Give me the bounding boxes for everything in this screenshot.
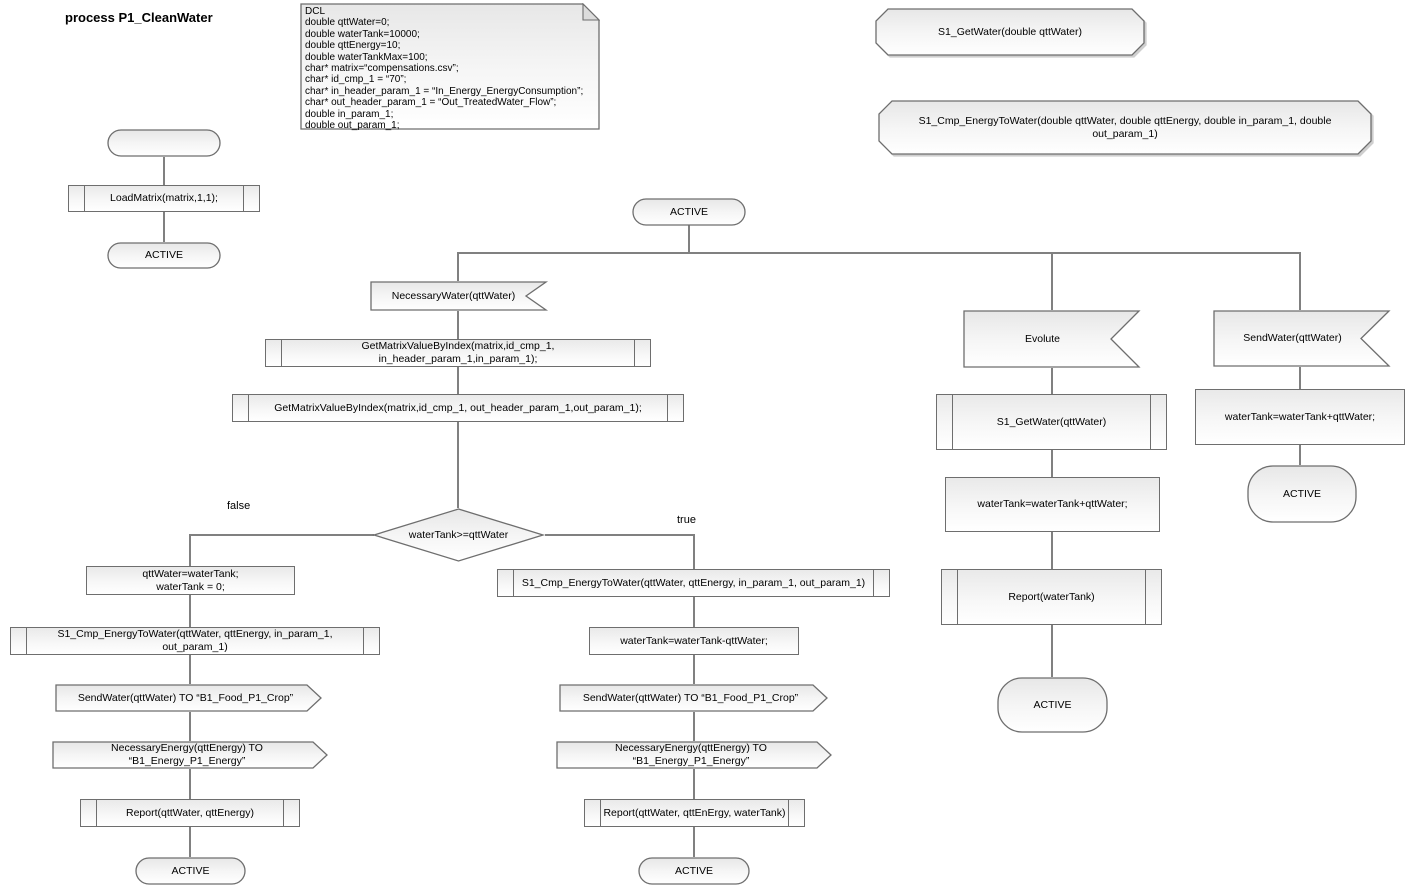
branch-label-true: true bbox=[677, 514, 696, 526]
connector bbox=[457, 253, 459, 281]
dcl-text: DCL double qttWater=0; double waterTank=… bbox=[305, 6, 584, 132]
state-active-false: ACTIVE bbox=[135, 857, 246, 885]
connector bbox=[693, 597, 695, 627]
procedure-call-report-watertank: Report(waterTank) bbox=[941, 569, 1162, 625]
output-necessaryenergy-true: NecessaryEnergy(qttEnergy) TO “B1_Energy… bbox=[556, 741, 832, 769]
output-necessaryenergy-false: NecessaryEnergy(qttEnergy) TO “B1_Energy… bbox=[52, 741, 328, 769]
procedure-call-report-false: Report(qttWater, qttEnergy) bbox=[80, 799, 300, 827]
connector bbox=[189, 655, 191, 684]
task-qttwater-watertank-reset: qttWater=waterTank; waterTank = 0; bbox=[86, 566, 295, 595]
state-active-init: ACTIVE bbox=[107, 242, 221, 269]
connector bbox=[693, 827, 695, 857]
connector bbox=[163, 212, 165, 242]
connector bbox=[1299, 253, 1301, 310]
state-active-true: ACTIVE bbox=[638, 857, 750, 885]
connector bbox=[1051, 253, 1053, 310]
decision-watertank-gte-qttwater: waterTank>=qttWater bbox=[371, 508, 546, 562]
connector bbox=[1051, 450, 1053, 477]
state-active-dispatch: ACTIVE bbox=[632, 198, 746, 226]
dcl-note: DCL double qttWater=0; double waterTank=… bbox=[300, 2, 601, 132]
state-active-evolute: ACTIVE bbox=[997, 677, 1108, 733]
output-sendwater-true: SendWater(qttWater) TO “B1_Food_P1_Crop” bbox=[559, 684, 828, 712]
connector bbox=[693, 655, 695, 684]
procedure-call-getmatrix-out: GetMatrixValueByIndex(matrix,id_cmp_1, o… bbox=[232, 394, 684, 422]
procedure-call-cmp-energytowater-true: S1_Cmp_EnergyToWater(qttWater, qttEnergy… bbox=[497, 569, 890, 597]
input-necessarywater: NecessaryWater(qttWater) bbox=[370, 281, 549, 311]
procedure-call-cmp-energytowater-false: S1_Cmp_EnergyToWater(qttWater, qttEnergy… bbox=[10, 627, 380, 655]
branch-label-false: false bbox=[227, 500, 251, 512]
procedure-declaration-s1-getwater: S1_GetWater(double qttWater) bbox=[875, 8, 1145, 56]
state-active-sendwater: ACTIVE bbox=[1247, 465, 1357, 523]
procedure-call-getmatrix-in: GetMatrixValueByIndex(matrix,id_cmp_1, i… bbox=[265, 339, 651, 367]
output-sendwater-false: SendWater(qttWater) TO “B1_Food_P1_Crop” bbox=[55, 684, 322, 712]
folded-corner-icon bbox=[582, 2, 601, 21]
connector bbox=[688, 225, 690, 253]
connector bbox=[189, 827, 191, 857]
connector bbox=[1051, 532, 1053, 569]
connector bbox=[457, 311, 459, 339]
connector bbox=[1299, 367, 1301, 389]
procedure-declaration-s1-cmp-energytowater: S1_Cmp_EnergyToWater(double qttWater, do… bbox=[878, 100, 1372, 155]
task-watertank-plus-qttwater-send: waterTank=waterTank+qttWater; bbox=[1195, 389, 1405, 445]
task-watertank-minus-qttwater: waterTank=waterTank-qttWater; bbox=[589, 627, 799, 655]
connector-true bbox=[545, 534, 695, 536]
task-watertank-plus-qttwater-evolute: waterTank=waterTank+qttWater; bbox=[945, 477, 1160, 532]
input-evolute: Evolute bbox=[963, 310, 1141, 368]
connector bbox=[1051, 368, 1053, 394]
procedure-call-s1-getwater: S1_GetWater(qttWater) bbox=[936, 394, 1167, 450]
connector bbox=[189, 769, 191, 799]
connector bbox=[189, 712, 191, 741]
connector bbox=[189, 595, 191, 627]
connector bbox=[693, 712, 695, 741]
connector bbox=[457, 252, 1301, 254]
connector bbox=[1299, 445, 1301, 465]
procedure-call-report-true: Report(qttWater, qttEnErgy, waterTank) bbox=[584, 799, 805, 827]
connector bbox=[693, 534, 695, 569]
connector-false bbox=[189, 534, 374, 536]
connector bbox=[457, 422, 459, 508]
procedure-call-loadmatrix: LoadMatrix(matrix,1,1); bbox=[68, 185, 260, 212]
connector bbox=[163, 157, 165, 185]
start-symbol bbox=[107, 129, 221, 157]
connector bbox=[457, 367, 459, 394]
connector bbox=[693, 769, 695, 799]
input-sendwater: SendWater(qttWater) bbox=[1213, 310, 1391, 367]
connector bbox=[189, 534, 191, 566]
connector bbox=[1051, 625, 1053, 677]
process-title: process P1_CleanWater bbox=[65, 10, 213, 25]
